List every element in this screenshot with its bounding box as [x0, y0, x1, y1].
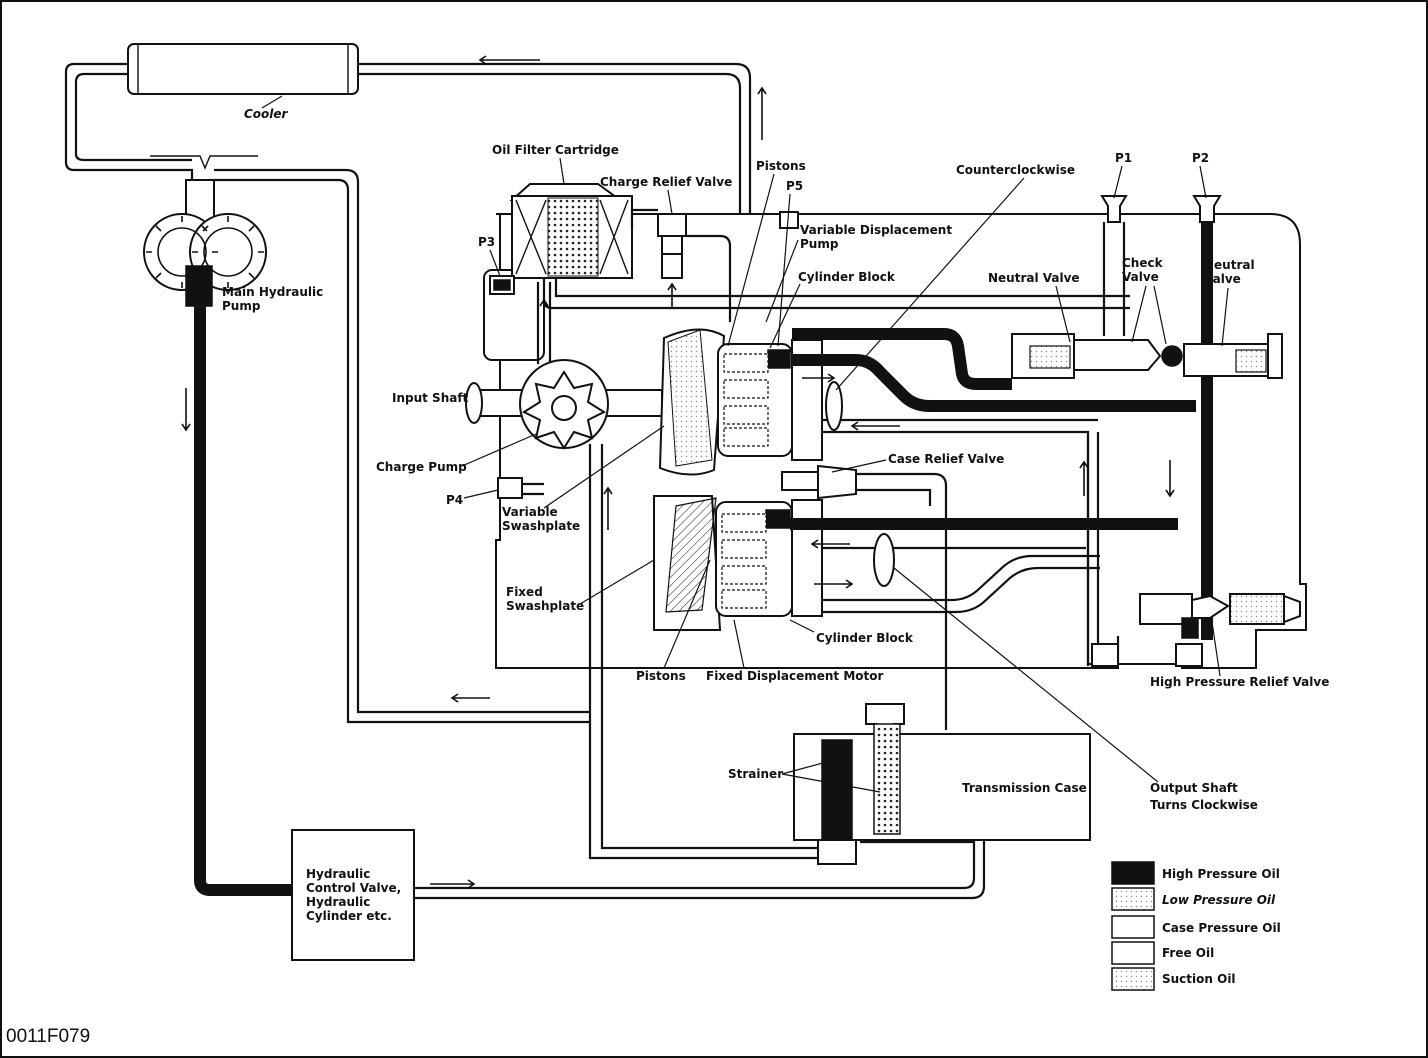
oil-filter-cartridge-label: Oil Filter Cartridge [492, 143, 619, 157]
legend-item: High Pressure Oil [1111, 861, 1280, 885]
output-shaft-label-1: Output Shaft [1150, 781, 1238, 795]
legend-label: Case Pressure Oil [1162, 921, 1281, 935]
main-hydraulic-pump-label-2: Pump [222, 299, 261, 313]
cylinder-block-top-label: Cylinder Block [798, 270, 896, 284]
check-valve [1161, 345, 1183, 367]
legend-item: Case Pressure Oil [1111, 915, 1281, 939]
fixed-displacement-motor-label: Fixed Displacement Motor [706, 669, 883, 683]
cylinder-block-bottom-label: Cylinder Block [816, 631, 914, 645]
legend-swatch-suction-oil [1111, 967, 1155, 991]
transmission-case [793, 703, 1091, 865]
pump-output-high-pressure-line [194, 306, 292, 896]
p1-gauge-port [1100, 195, 1128, 336]
p2-gauge-port [1192, 195, 1222, 640]
main-hydraulic-pump-label-1: Main Hydraulic [222, 285, 323, 299]
strainer-label: Strainer [728, 767, 783, 781]
legend-label: High Pressure Oil [1162, 867, 1280, 881]
fixed-displacement-motor [653, 495, 823, 631]
p1-label: P1 [1115, 151, 1132, 165]
check-valve-label-2: Valve [1122, 270, 1159, 284]
legend-label: Low Pressure Oil [1162, 893, 1276, 907]
p4-gauge-port [497, 477, 523, 499]
figure-code: 0011F079 [6, 1026, 90, 1047]
counterclockwise-label: Counterclockwise [956, 163, 1075, 177]
p3-label: P3 [478, 235, 495, 249]
cooler [127, 43, 359, 95]
variable-swashplate-label-2: Swashplate [502, 519, 580, 533]
charge-relief-valve-label: Charge Relief Valve [600, 175, 732, 189]
high-pressure-relief-valve-label: High Pressure Relief Valve [1150, 675, 1329, 689]
hydraulic-control-label-3: Hydraulic [306, 895, 370, 909]
case-relief-valve [781, 464, 948, 730]
output-shaft-label-2: Turns Clockwise [1150, 798, 1258, 812]
input-shaft-label: Input Shaft [392, 391, 469, 405]
neutral-valve-right [1183, 333, 1283, 379]
p2-label: P2 [1192, 151, 1209, 165]
charge-relief-valve [657, 213, 687, 279]
p4-label: P4 [446, 493, 463, 507]
variable-displacement-pump-label-1: Variable Displacement [800, 223, 952, 237]
neutral-valve-right-label-1: Neutral [1204, 258, 1255, 272]
cooler-label: Cooler [244, 107, 289, 121]
variable-displacement-pump-label-2: Pump [800, 237, 839, 251]
high-pressure-relief-valve [1091, 593, 1301, 667]
hydraulic-control-valve-box [291, 829, 415, 961]
hydraulic-control-label-1: Hydraulic [306, 867, 370, 881]
legend-swatch-case-pressure [1111, 915, 1155, 939]
legend-item: Free Oil [1111, 941, 1214, 965]
neutral-valve-right-label-2: Valve [1204, 272, 1241, 286]
legend-label: Free Oil [1162, 946, 1214, 960]
pistons-top-label: Pistons [756, 159, 806, 173]
legend-item: Suction Oil [1111, 967, 1236, 991]
check-valve-label-1: Check [1122, 256, 1164, 270]
charge-pump [519, 359, 609, 450]
p5-label: P5 [786, 179, 803, 193]
neutral-valve-left [1011, 333, 1162, 379]
legend-swatch-free-oil [1111, 941, 1155, 965]
legend-item: Low Pressure Oil [1111, 887, 1276, 911]
neutral-valve-left-label: Neutral Valve [988, 271, 1080, 285]
main-hydraulic-pump [143, 179, 267, 307]
legend-swatch-high-pressure [1111, 861, 1155, 885]
legend-label: Suction Oil [1162, 972, 1236, 986]
oil-filter-cartridge [509, 183, 633, 279]
variable-displacement-pump [658, 328, 823, 476]
hydraulic-control-label-2: Control Valve, [306, 881, 401, 895]
transmission-case-label: Transmission Case [962, 781, 1087, 795]
legend: High Pressure Oil Low Pressure Oil Case … [1111, 861, 1281, 991]
hydraulic-control-label-4: Cylinder etc. [306, 909, 392, 923]
case-relief-valve-label: Case Relief Valve [888, 452, 1004, 466]
legend-swatch-low-pressure [1111, 887, 1155, 911]
fixed-swashplate-label-1: Fixed [506, 585, 543, 599]
fixed-swashplate-label-2: Swashplate [506, 599, 584, 613]
charge-pump-label: Charge Pump [376, 460, 467, 474]
variable-swashplate-label-1: Variable [502, 505, 558, 519]
control-valve-return-pipe [414, 832, 986, 900]
high-pressure-line-upper [792, 328, 1012, 390]
p5-gauge-port [779, 211, 799, 229]
cooler-return-pipe [64, 62, 752, 724]
pistons-bottom-label: Pistons [636, 669, 686, 683]
